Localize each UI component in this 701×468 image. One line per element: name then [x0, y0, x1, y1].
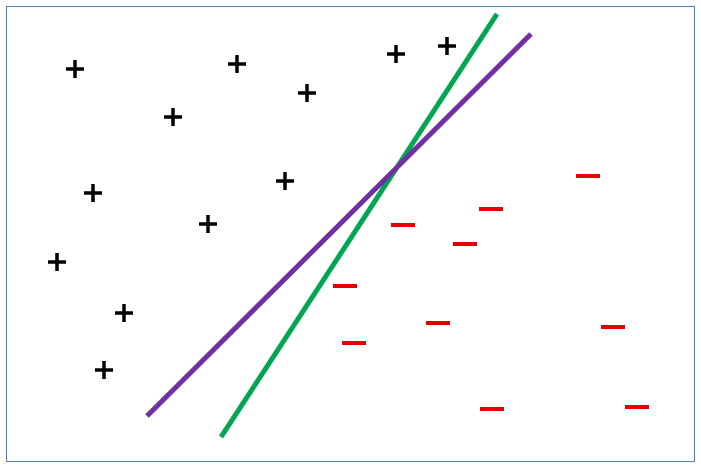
positive-point: [228, 55, 246, 73]
negative-point: [479, 207, 503, 211]
negative-point: [576, 174, 600, 178]
negative-point: [333, 284, 357, 288]
negative-point: [480, 407, 504, 411]
negative-point: [625, 405, 649, 409]
positive-point: [298, 84, 316, 102]
separator-lines: [145, 12, 533, 439]
positive-point: [84, 184, 102, 202]
positive-point: [48, 253, 66, 271]
positive-point: [276, 172, 294, 190]
positive-point: [387, 45, 405, 63]
green-separator-line: [218, 12, 500, 439]
positive-point: [199, 215, 217, 233]
negative-point: [426, 321, 450, 325]
positive-point: [438, 37, 456, 55]
positive-point: [66, 60, 84, 78]
negative-point: [453, 242, 477, 246]
negative-points: [333, 174, 649, 411]
positive-points: [48, 37, 456, 379]
negative-point: [342, 341, 366, 345]
purple-separator-line: [145, 32, 533, 418]
negative-point: [601, 325, 625, 329]
positive-point: [95, 361, 113, 379]
positive-point: [115, 304, 133, 322]
positive-point: [164, 108, 182, 126]
negative-point: [391, 223, 415, 227]
